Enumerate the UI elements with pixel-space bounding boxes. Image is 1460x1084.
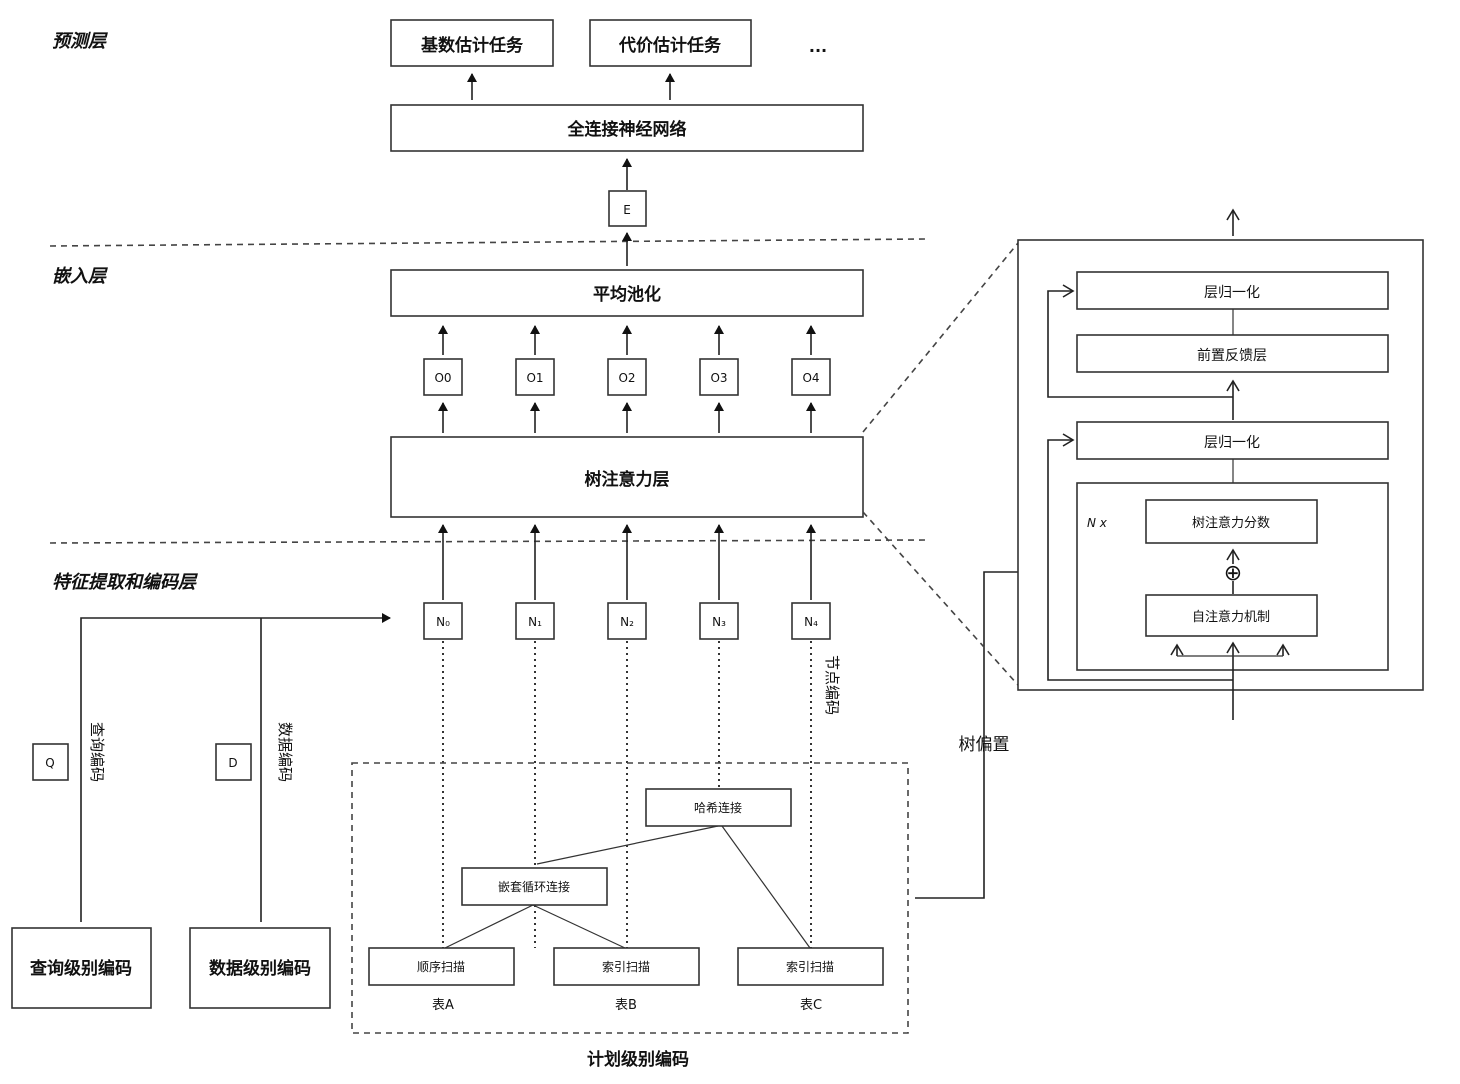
table-a-label: 表A [432,998,454,1013]
hash-join-node: 哈希连接 [645,788,792,827]
tree-attention-layer-box: 树注意力层 [390,436,864,518]
node-encoding-label: 节点编码 [823,655,841,715]
svg-text:D: D [228,756,237,770]
node-vector-n4: N₄ [791,602,831,640]
node-vector-n3: N₃ [699,602,739,640]
node-vector-n1: N₁ [515,602,555,640]
svg-text:层归一化: 层归一化 [1204,284,1260,301]
svg-text:Q: Q [45,756,54,770]
svg-text:基数估计任务: 基数估计任务 [420,35,524,56]
output-vector-o4: O4 [791,358,831,396]
layer-norm-mid-box: 层归一化 [1076,421,1389,460]
feed-forward-box: 前置反馈层 [1076,334,1389,373]
svg-text:索引扫描: 索引扫描 [786,960,834,974]
separator-embedding-feature [49,539,926,544]
fully-connected-network-box: 全连接神经网络 [390,104,864,152]
svg-text:O4: O4 [802,371,819,385]
svg-text:平均池化: 平均池化 [593,284,661,305]
svg-text:层归一化: 层归一化 [1204,434,1260,451]
output-vector-o0: O0 [423,358,463,396]
svg-text:N₂: N₂ [620,615,634,629]
tree-bias-label: 树偏置 [959,735,1010,755]
index-scan-c-node: 索引扫描 [737,947,884,986]
embedding-vector-e: E [608,190,647,227]
data-encoding-label: 数据编码 [276,722,294,782]
layer-label-embedding: 嵌入层 [52,266,108,287]
cost-task-box: 代价估计任务 [589,19,752,67]
query-encoding-path [80,613,391,922]
svg-text:O0: O0 [434,371,451,385]
more-tasks-ellipsis: ... [809,37,827,56]
svg-text:O1: O1 [526,371,543,385]
add-operator-icon: ⊕ [1224,561,1242,586]
svg-text:全连接神经网络: 全连接神经网络 [567,119,687,140]
svg-text:嵌套循环连接: 嵌套循环连接 [498,879,570,894]
svg-text:顺序扫描: 顺序扫描 [417,959,465,974]
seq-scan-node: 顺序扫描 [368,947,515,986]
cardinality-task-box: 基数估计任务 [390,19,554,67]
node-vectors: N₀ N₁ N₂ N₃ N₄ [423,524,831,948]
svg-text:N₃: N₃ [712,615,726,629]
data-vector-d: D [215,743,252,781]
svg-text:树注意力层: 树注意力层 [585,469,670,490]
zoom-line-bottom [862,511,1019,686]
svg-text:哈希连接: 哈希连接 [694,800,742,815]
svg-text:N₁: N₁ [528,615,542,629]
svg-text:N₄: N₄ [804,615,818,629]
output-vector-o1: O1 [515,358,555,396]
nx-label: N x [1087,516,1108,530]
output-vector-o3: O3 [699,358,739,396]
query-level-encoding-box: 查询级别编码 [11,927,152,1009]
query-vector-q: Q [32,743,69,781]
svg-text:N₀: N₀ [436,615,450,629]
svg-text:代价估计任务: 代价估计任务 [618,35,722,56]
svg-text:索引扫描: 索引扫描 [602,960,650,974]
index-scan-b-node: 索引扫描 [553,947,700,986]
plan-tree-region [351,762,909,1034]
svg-text:查询级别编码: 查询级别编码 [29,958,132,979]
table-c-label: 表C [800,998,822,1013]
svg-text:O3: O3 [710,371,727,385]
nested-loop-join-node: 嵌套循环连接 [461,867,608,906]
separator-prediction-embedding [49,238,926,247]
tree-attention-score-box: 树注意力分数 [1145,499,1318,544]
svg-text:数据级别编码: 数据级别编码 [209,958,311,979]
residual-connection-top [1047,284,1233,398]
data-level-encoding-box: 数据级别编码 [189,927,331,1009]
zoom-line-top [862,242,1019,433]
self-attention-box: 自注意力机制 [1145,594,1318,637]
layer-label-prediction: 预测层 [52,31,108,52]
svg-text:O2: O2 [618,371,635,385]
residual-connection-bottom [1047,433,1233,681]
svg-text:前置反馈层: 前置反馈层 [1197,347,1267,364]
output-vectors: O0 O1 O2 O3 O4 [423,325,831,433]
svg-text:E: E [623,203,631,217]
svg-text:树注意力分数: 树注意力分数 [1192,515,1270,531]
output-vector-o2: O2 [607,358,647,396]
node-vector-n0: N₀ [423,602,463,640]
svg-text:自注意力机制: 自注意力机制 [1192,609,1270,625]
layer-label-feature: 特征提取和编码层 [52,572,198,593]
layer-norm-top-box: 层归一化 [1076,271,1389,310]
table-b-label: 表B [615,998,637,1013]
average-pooling-box: 平均池化 [390,269,864,317]
node-vector-n2: N₂ [607,602,647,640]
query-encoding-label: 查询编码 [88,722,106,782]
plan-level-encoding-label: 计划级别编码 [587,1049,689,1070]
